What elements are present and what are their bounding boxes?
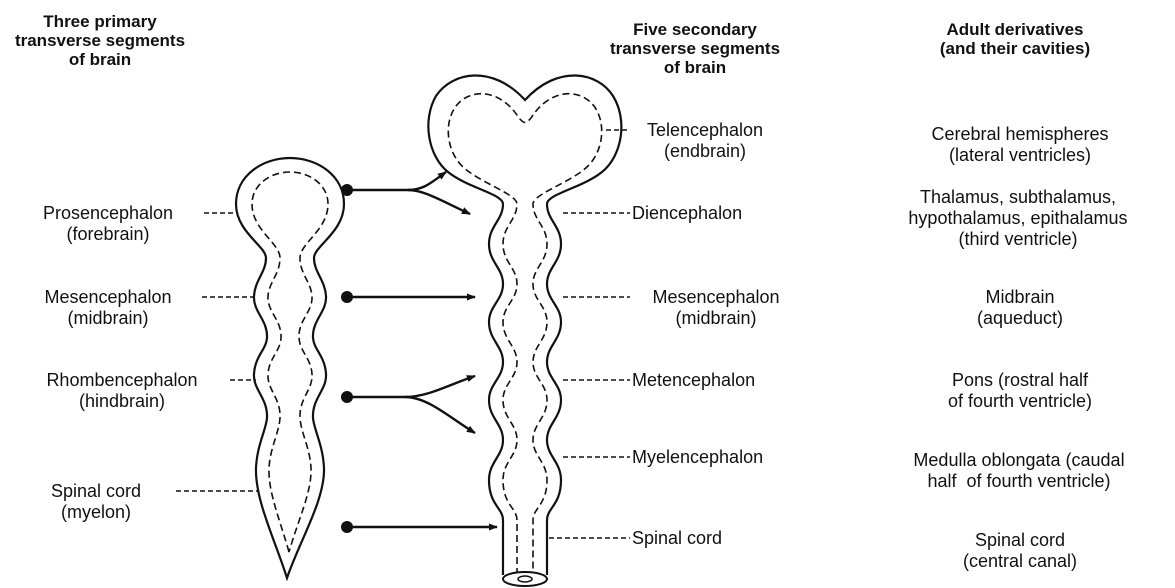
derivative-spinal-cord-line-2: (central canal) — [870, 551, 1170, 572]
secondary-header-line-2: transverse segments — [605, 39, 785, 58]
derivatives-header: Adult derivatives (and their cavities) — [895, 20, 1135, 58]
label-metencephalon: Metencephalon — [632, 370, 755, 391]
secondary-header-line-1: Five secondary — [605, 20, 785, 39]
spinal-cord-cross-section — [503, 572, 547, 586]
primary-header-line-2: transverse segments — [0, 31, 200, 50]
metencephalon-name: Metencephalon — [632, 370, 755, 391]
primary-spinal-cord-alt: (myelon) — [18, 502, 174, 523]
label-prosencephalon: Prosencephalon (forebrain) — [18, 203, 198, 245]
prosencephalon-alt: (forebrain) — [18, 224, 198, 245]
derivative-telencephalon-line-2: (lateral ventricles) — [870, 145, 1170, 166]
label-primary-spinal-cord: Spinal cord (myelon) — [18, 481, 174, 523]
arrow-prosencephalon — [341, 172, 470, 214]
derivative-metencephalon-line-1: Pons (rostral half — [870, 370, 1170, 391]
primary-header-line-1: Three primary — [0, 12, 200, 31]
secondary-tube-outline — [428, 75, 621, 575]
secondary-mesencephalon-name: Mesencephalon — [630, 287, 802, 308]
primary-tube-cavity — [252, 172, 328, 552]
primary-header-line-3: of brain — [0, 50, 200, 69]
primary-mesencephalon-name: Mesencephalon — [18, 287, 198, 308]
label-rhombencephalon: Rhombencephalon (hindbrain) — [18, 370, 226, 412]
prosencephalon-name: Prosencephalon — [18, 203, 198, 224]
derivative-myelencephalon: Medulla oblongata (caudal half of fourth… — [866, 450, 1172, 492]
primary-tube-outline — [236, 158, 344, 578]
arrow-spinal-cord — [341, 521, 497, 533]
derivatives-header-line-2: (and their cavities) — [895, 39, 1135, 58]
telencephalon-name: Telencephalon — [630, 120, 780, 141]
derivatives-header-line-1: Adult derivatives — [895, 20, 1135, 39]
derivative-metencephalon: Pons (rostral half of fourth ventricle) — [870, 370, 1170, 412]
label-telencephalon: Telencephalon (endbrain) — [630, 120, 780, 162]
derivative-diencephalon: Thalamus, subthalamus, hypothalamus, epi… — [862, 187, 1174, 250]
derivative-mesencephalon-line-1: Midbrain — [870, 287, 1170, 308]
primary-header: Three primary transverse segments of bra… — [0, 12, 200, 69]
rhombencephalon-name: Rhombencephalon — [18, 370, 226, 391]
derivative-telencephalon-line-1: Cerebral hemispheres — [870, 124, 1170, 145]
secondary-tube-cavity — [448, 94, 601, 575]
primary-spinal-cord-name: Spinal cord — [18, 481, 174, 502]
arrow-rhombencephalon — [341, 376, 475, 433]
myelencephalon-name: Myelencephalon — [632, 447, 763, 468]
derivative-mesencephalon: Midbrain (aqueduct) — [870, 287, 1170, 329]
diencephalon-name: Diencephalon — [632, 203, 742, 224]
label-secondary-spinal-cord: Spinal cord — [632, 528, 722, 549]
rhombencephalon-alt: (hindbrain) — [18, 391, 226, 412]
derivative-myelencephalon-line-2: half of fourth ventricle) — [866, 471, 1172, 492]
secondary-mesencephalon-alt: (midbrain) — [630, 308, 802, 329]
label-primary-mesencephalon: Mesencephalon (midbrain) — [18, 287, 198, 329]
derivative-diencephalon-line-1: Thalamus, subthalamus, — [862, 187, 1174, 208]
telencephalon-alt: (endbrain) — [630, 141, 780, 162]
derivative-mesencephalon-line-2: (aqueduct) — [870, 308, 1170, 329]
derivative-spinal-cord-line-1: Spinal cord — [870, 530, 1170, 551]
primary-mesencephalon-alt: (midbrain) — [18, 308, 198, 329]
derivative-spinal-cord: Spinal cord (central canal) — [870, 530, 1170, 572]
derivative-diencephalon-line-2: hypothalamus, epithalamus — [862, 208, 1174, 229]
secondary-header: Five secondary transverse segments of br… — [605, 20, 785, 77]
label-secondary-mesencephalon: Mesencephalon (midbrain) — [630, 287, 802, 329]
derivative-diencephalon-line-3: (third ventricle) — [862, 229, 1174, 250]
derivative-myelencephalon-line-1: Medulla oblongata (caudal — [866, 450, 1172, 471]
arrow-mesencephalon — [341, 291, 475, 303]
derivative-telencephalon: Cerebral hemispheres (lateral ventricles… — [870, 124, 1170, 166]
secondary-header-line-3: of brain — [605, 58, 785, 77]
label-myelencephalon: Myelencephalon — [632, 447, 763, 468]
label-diencephalon: Diencephalon — [632, 203, 742, 224]
derivative-metencephalon-line-2: of fourth ventricle) — [870, 391, 1170, 412]
primary-leader-lines — [176, 213, 258, 491]
secondary-spinal-cord-name: Spinal cord — [632, 528, 722, 549]
